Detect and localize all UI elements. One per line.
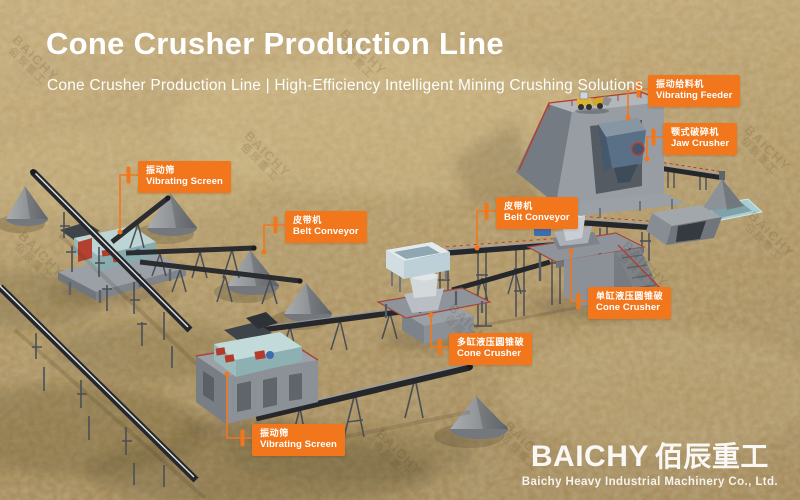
surge-hopper-tunnel [646, 171, 764, 245]
brand-name-cn: 佰辰重工 [654, 441, 769, 472]
label-cn: 皮带机 [504, 201, 533, 211]
label-cn: 颚式破碎机 [671, 127, 720, 137]
conveyor-screen-to-pile4 [139, 259, 303, 305]
conveyor-screen-to-pile2 [110, 195, 171, 249]
page-title: Cone Crusher Production Line [46, 26, 504, 61]
equipment-label-vibrating-feeder: 振动给料机 Vibrating Feeder [648, 75, 741, 107]
cone-crusher-multi-station [376, 242, 492, 350]
wheel-loader [575, 91, 612, 114]
equipment-label-jaw-crusher: 颚式破碎机 Jaw Crusher [663, 123, 738, 155]
feeder-station [516, 91, 686, 220]
label-en: Cone Crusher [457, 348, 522, 360]
label-en: Cone Crusher [596, 302, 661, 314]
label-cn: 振动筛 [146, 165, 175, 175]
label-en: Vibrating Feeder [656, 90, 733, 102]
cone-crusher-single-station [526, 195, 663, 317]
brand-tagline: Baichy Heavy Industrial Machinery Co., L… [521, 476, 778, 488]
conveyor-platform-to-hopper [451, 259, 551, 303]
label-en: Vibrating Screen [146, 176, 223, 188]
label-cn: 皮带机 [293, 215, 322, 225]
stockpile-1 [0, 186, 48, 233]
label-connectors [117, 80, 663, 447]
equipment-label-cone-crusher-single: 单缸液压圆锥破 Cone Crusher [588, 287, 672, 319]
label-cn: 单缸液压圆锥破 [596, 291, 664, 301]
label-en: Belt Conveyor [504, 212, 570, 224]
conveyor-long-left [30, 168, 193, 368]
equipment-label-belt-conveyor-2: 皮带机 Belt Conveyor [496, 197, 578, 229]
conveyor-long-bottom-left [0, 284, 199, 487]
jaw-crusher-machine [598, 118, 646, 183]
page-subtitle: Cone Crusher Production Line | High-Effi… [47, 77, 644, 94]
label-cn: 振动筛 [260, 428, 289, 438]
label-cn: 振动给料机 [656, 79, 705, 89]
brand-name: BAICHY [530, 440, 649, 473]
label-en: Jaw Crusher [671, 138, 730, 150]
equipment-label-vibrating-screen-left: 振动筛 Vibrating Screen [138, 161, 231, 193]
label-en: Vibrating Screen [260, 439, 337, 451]
vibrating-screen-bottom-station [182, 312, 319, 442]
equipment-label-cone-crusher-multi: 多缸液压圆锥破 Cone Crusher [449, 333, 533, 365]
label-cn: 多缸液压圆锥破 [457, 337, 525, 347]
label-en: Belt Conveyor [293, 226, 359, 238]
equipment-label-belt-conveyor-1: 皮带机 Belt Conveyor [285, 211, 367, 243]
stockpile-5 [434, 396, 508, 448]
equipment-label-vibrating-screen-bottom: 振动筛 Vibrating Screen [252, 424, 345, 456]
